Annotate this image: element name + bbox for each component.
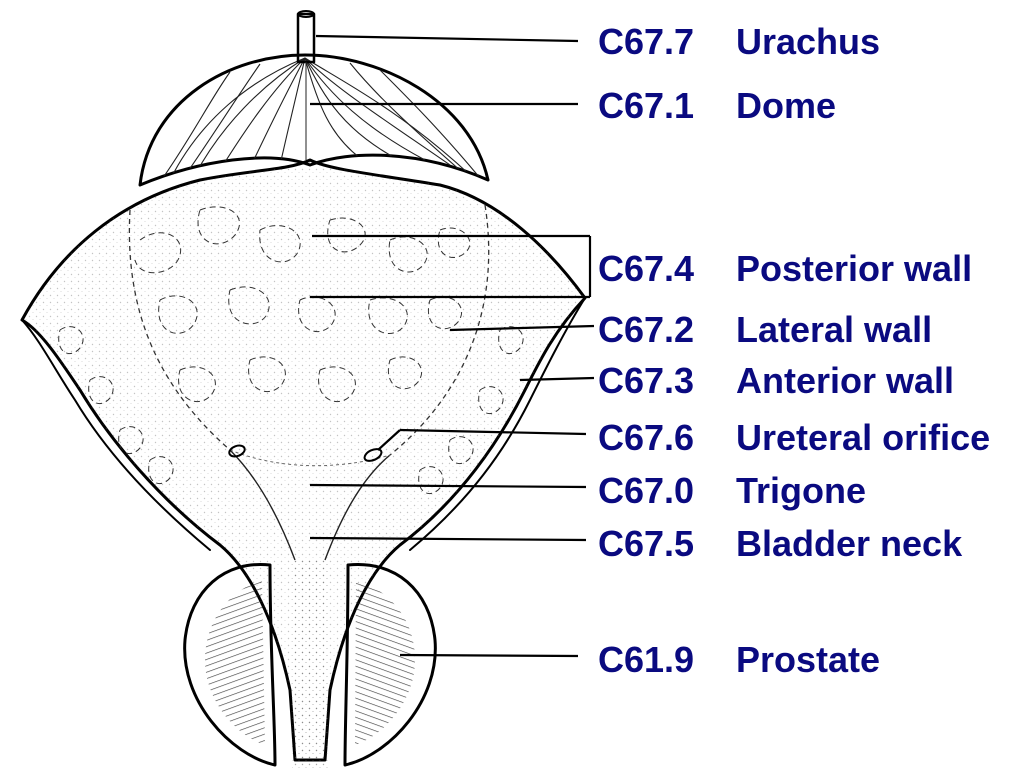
label-name: Dome [736,85,836,126]
label-name: Lateral wall [736,309,932,350]
leader-line-urachus [316,36,578,41]
label-name: Bladder neck [736,523,962,564]
label-name: Ureteral orifice [736,417,990,458]
label-code: C67.3 [598,361,736,401]
label-code: C67.2 [598,310,736,350]
label-code: C67.5 [598,524,736,564]
label-name: Anterior wall [736,360,954,401]
label-name: Prostate [736,639,880,680]
label-name: Posterior wall [736,248,972,289]
urethra-shape [292,560,328,770]
label-code: C67.4 [598,249,736,289]
label-code: C61.9 [598,640,736,680]
leader-line-prostate [400,655,578,656]
label-name: Urachus [736,21,880,62]
label-code: C67.6 [598,418,736,458]
prostate-right-lobe [345,564,435,765]
prostate-left-lobe [185,564,275,765]
label-code: C67.7 [598,22,736,62]
label-name: Trigone [736,470,866,511]
label-code: C67.1 [598,86,736,126]
urachus-shape [298,11,314,160]
label-code: C67.0 [598,471,736,511]
